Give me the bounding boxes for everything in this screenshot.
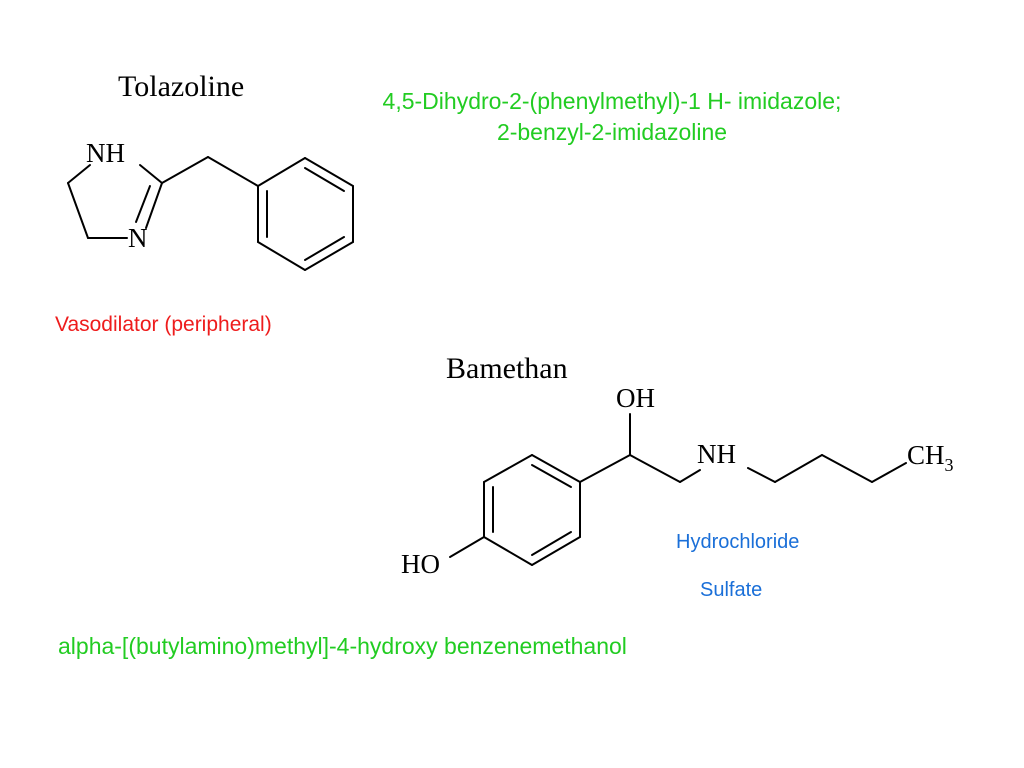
bond	[821, 454, 873, 483]
bond	[135, 185, 151, 223]
bamethan-salt-sulfate: Sulfate	[700, 579, 763, 601]
bond	[531, 531, 572, 556]
atom-nh: NH	[86, 138, 125, 168]
atom-n: N	[128, 223, 148, 253]
bond	[145, 182, 163, 229]
bond	[483, 536, 533, 566]
bamethan-salt-hydrochloride: Hydrochloride	[676, 531, 800, 553]
bond	[747, 467, 776, 483]
bond	[629, 454, 681, 483]
bond	[483, 454, 533, 483]
bond	[67, 182, 89, 239]
bamethan-systematic-name: alpha-[(butylamino)methyl]-4-hydroxy ben…	[58, 633, 627, 659]
tolazoline-title: Tolazoline	[118, 70, 245, 103]
bond	[207, 156, 259, 187]
atom-oh: OH	[616, 383, 655, 413]
atom-nh: NH	[697, 439, 736, 469]
bond	[449, 536, 485, 558]
atom-ch3: CH3	[907, 440, 954, 475]
bond	[67, 164, 91, 184]
atom-ho: HO	[401, 549, 440, 579]
tolazoline-use: Vasodilator (peripheral)	[55, 313, 272, 336]
bond	[304, 167, 345, 192]
bamethan-title: Bamethan	[446, 352, 568, 385]
bond	[531, 536, 581, 566]
atom-ch: CH	[907, 440, 945, 470]
tolazoline-name-line-1: 4,5-Dihydro-2-(phenylmethyl)-1 H- imidaz…	[382, 88, 842, 114]
bond	[304, 236, 345, 261]
bond	[139, 164, 163, 184]
atom-ch3-subscript: 3	[945, 455, 954, 475]
bond	[774, 454, 823, 483]
tolazoline-systematic-names: 4,5-Dihydro-2-(phenylmethyl)-1 H- imidaz…	[332, 86, 892, 148]
bond	[257, 241, 306, 271]
bond	[257, 157, 306, 187]
bond	[531, 464, 572, 488]
bond	[579, 454, 631, 483]
bond	[304, 157, 354, 187]
bond	[161, 156, 209, 184]
bond	[304, 241, 354, 271]
tolazoline-name-line-2: 2-benzyl-2-imidazoline	[496, 119, 728, 145]
bond	[871, 462, 907, 483]
bond	[679, 469, 701, 483]
bond	[531, 454, 581, 483]
